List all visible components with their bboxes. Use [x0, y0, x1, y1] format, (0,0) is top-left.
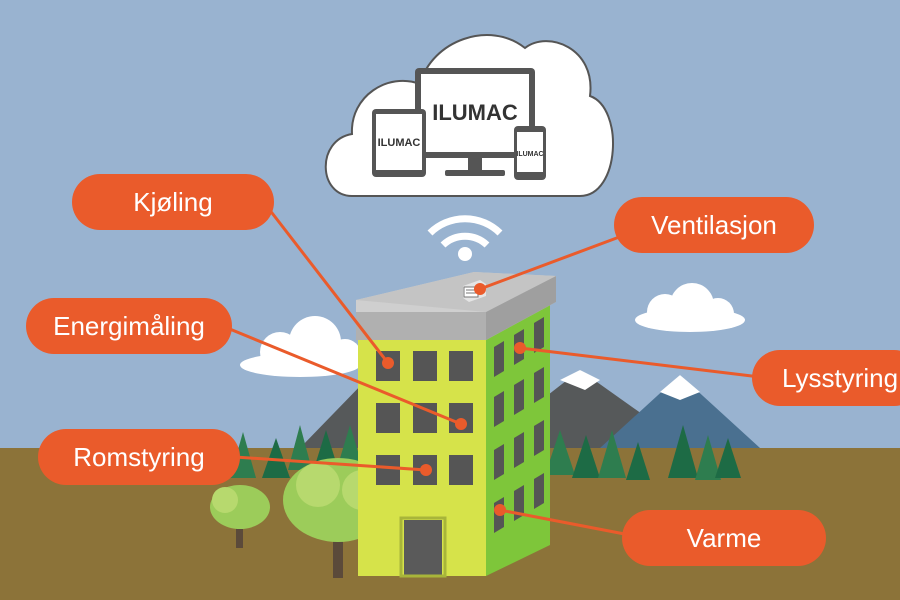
- monitor-logo-text: ILUMAC: [432, 100, 518, 125]
- label-kjoling-text: Kjøling: [133, 186, 213, 217]
- label-kjoling: Kjøling: [72, 174, 274, 230]
- connector-dots: [382, 283, 526, 516]
- label-energimaling: Energimåling: [26, 298, 232, 354]
- phone-icon: ILUMAC: [514, 126, 546, 180]
- tablet-icon: ILUMAC: [372, 109, 426, 177]
- label-ventilasjon: Ventilasjon: [614, 197, 814, 253]
- round-tree-small: [210, 485, 270, 548]
- wifi-icon: [427, 215, 503, 261]
- background-cloud-left: [240, 316, 361, 377]
- phone-logo-text: ILUMAC: [516, 151, 543, 158]
- label-ventilasjon-text: Ventilasjon: [651, 209, 777, 240]
- label-romstyring-text: Romstyring: [73, 441, 205, 472]
- tablet-logo-text: ILUMAC: [378, 137, 421, 149]
- label-lysstyring: Lysstyring: [752, 350, 900, 406]
- conifer-trees: [230, 425, 741, 480]
- label-romstyring: Romstyring: [38, 429, 240, 485]
- label-lysstyring-text: Lysstyring: [782, 362, 899, 393]
- label-varme-text: Varme: [686, 522, 762, 553]
- background-cloud-right: [635, 283, 745, 332]
- label-varme: Varme: [622, 510, 826, 566]
- monitor-icon: ILUMAC: [415, 68, 535, 176]
- label-energimaling-text: Energimåling: [53, 310, 205, 341]
- connector-lines: [219, 199, 761, 538]
